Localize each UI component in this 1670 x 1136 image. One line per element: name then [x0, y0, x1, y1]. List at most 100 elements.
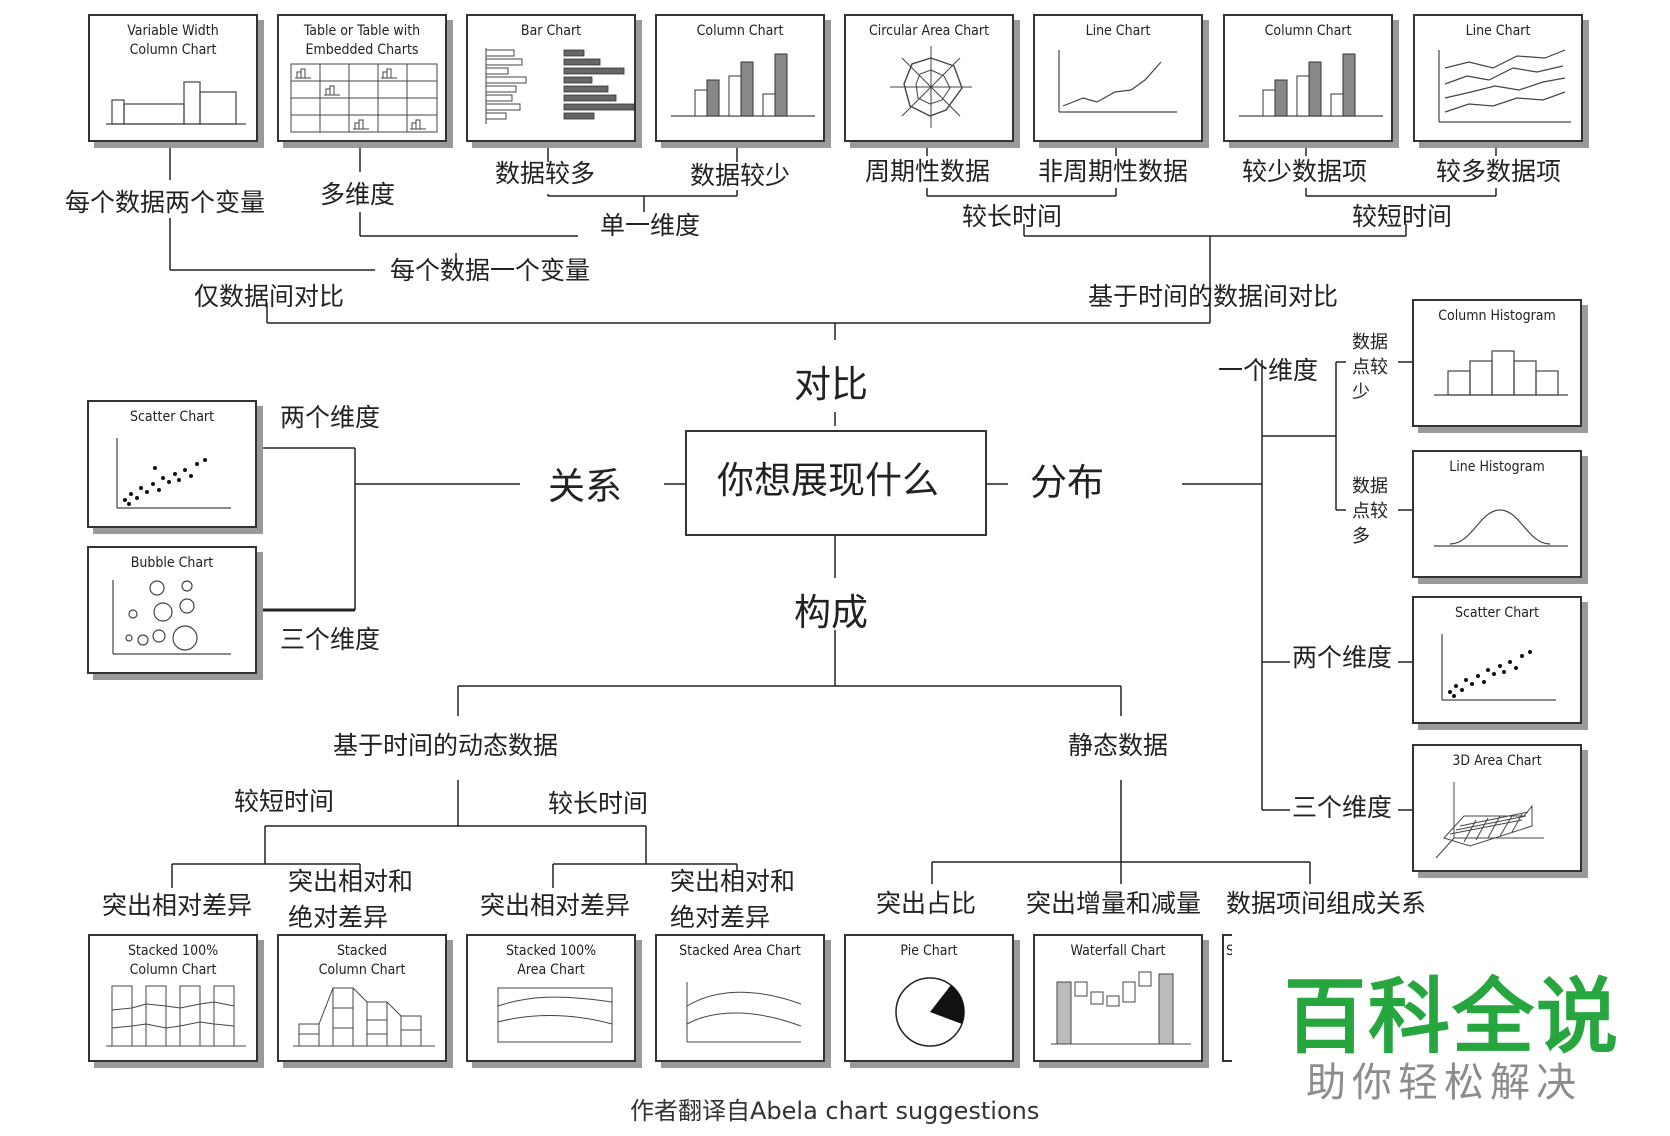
label-relative-absolute-2: 突出相对和绝对差异	[670, 867, 796, 933]
card-stacked-area-chart: Stacked Area Chart	[655, 934, 825, 1062]
card-title: Table or Table with Embedded Charts	[303, 23, 421, 58]
bar-chart-icon	[485, 48, 634, 124]
label-many-categories-time: 较多数据项	[1436, 157, 1562, 186]
label-share-of-total: 突出占比	[876, 889, 977, 918]
card-variable-width-column-chart: Variable Width Column Chart	[88, 14, 258, 142]
label-dist-few-points: 数据点较少	[1352, 332, 1388, 404]
3d-area-chart-icon	[1435, 782, 1544, 859]
column-chart-icon	[1239, 53, 1383, 117]
card-title: Column Chart	[696, 23, 784, 39]
label-many-categories: 多维度	[320, 180, 396, 209]
label-dist-single-variable: 一个维度	[1218, 356, 1319, 385]
label-dist-three-variables: 三个维度	[1292, 793, 1393, 822]
label-relative-only-2: 突出相对差异	[480, 891, 631, 920]
label-static: 静态数据	[1068, 731, 1169, 760]
card-bar-chart: Bar Chart	[466, 14, 636, 142]
line-histogram-icon	[1434, 509, 1568, 547]
card-pie-chart: Pie Chart	[844, 934, 1014, 1062]
label-few-periods: 较短时间	[1352, 202, 1453, 231]
card-title: Line Histogram	[1449, 459, 1545, 475]
footer-credit: 作者翻译自Abela chart suggestions	[630, 1097, 1040, 1125]
card-title: S	[1226, 942, 1232, 961]
card-scatter-chart-relationship: Scatter Chart	[87, 400, 257, 528]
scatter-chart-icon	[1441, 634, 1556, 701]
card-waterfall-chart: Waterfall Chart	[1033, 934, 1203, 1062]
label-accumulation: 突出增量和减量	[1026, 889, 1202, 918]
stacked-100-column-chart-icon	[106, 985, 246, 1047]
label-dist-two-variables: 两个维度	[1292, 643, 1393, 672]
label-dist-many-points: 数据点较多	[1352, 476, 1388, 548]
card-line-chart-1: Line Chart	[1033, 14, 1203, 142]
branch-comparison: 对比	[794, 363, 868, 406]
label-few-items: 数据较少	[690, 161, 791, 190]
card-title: Stacked Column Chart	[318, 943, 406, 978]
label-few-categories: 较少数据项	[1242, 157, 1368, 186]
label-many-items: 数据较多	[495, 159, 596, 188]
label-comp-many-periods: 较长时间	[548, 789, 649, 818]
bubble-chart-icon	[112, 580, 231, 655]
label-one-variable-per-item: 每个数据一个变量	[390, 256, 591, 285]
card-title: Pie Chart	[900, 943, 958, 959]
card-title: 3D Area Chart	[1452, 753, 1542, 769]
card-title: Waterfall Chart	[1070, 943, 1166, 959]
card-partial-chart: S	[1222, 934, 1232, 1062]
card-circular-area-chart: Circular Area Chart	[844, 14, 1014, 142]
scatter-chart-icon	[116, 438, 231, 509]
label-among-items: 仅数据间对比	[194, 282, 345, 311]
label-cyclical: 周期性数据	[865, 157, 991, 186]
circular-area-chart-icon	[890, 46, 972, 128]
card-title: Line Chart	[1085, 23, 1151, 39]
watermark-subtitle: 助你轻松解决	[1306, 1060, 1582, 1106]
label-relative-absolute-1: 突出相对和绝对差异	[288, 867, 414, 933]
card-title: Column Histogram	[1438, 308, 1556, 324]
label-single-category: 单一维度	[600, 211, 701, 240]
stacked-column-chart-icon	[293, 987, 435, 1047]
card-title: Bar Chart	[520, 23, 582, 39]
card-stacked-100-column-chart: Stacked 100% Column Chart	[88, 934, 258, 1062]
watermark-title: 百科全说	[1284, 970, 1621, 1065]
card-title: Stacked 100% Column Chart	[127, 943, 219, 978]
card-column-chart-1: Column Chart	[655, 14, 825, 142]
card-title: Variable Width Column Chart	[127, 23, 219, 58]
label-many-periods: 较长时间	[962, 202, 1063, 231]
card-title: Line Chart	[1465, 23, 1531, 39]
card-title: Column Chart	[1264, 23, 1352, 39]
label-relative-only-1: 突出相对差异	[102, 891, 253, 920]
label-rel-two-variables: 两个维度	[280, 403, 381, 432]
card-3d-area-chart: 3D Area Chart	[1412, 744, 1582, 872]
pie-chart-icon	[895, 977, 965, 1047]
card-stacked-column-chart: Stacked Column Chart	[277, 934, 447, 1062]
card-title: Stacked 100% Area Chart	[505, 943, 597, 978]
card-title: Bubble Chart	[130, 555, 214, 571]
card-title: Scatter Chart	[1454, 605, 1540, 621]
card-column-histogram: Column Histogram	[1412, 299, 1582, 427]
card-table-embedded-charts: Table or Table with Embedded Charts	[277, 14, 447, 142]
center-question: 你想展现什么	[717, 459, 939, 502]
card-line-chart-2: Line Chart	[1413, 14, 1583, 142]
branch-composition: 构成	[794, 591, 868, 634]
label-over-time: 基于时间的数据间对比	[1088, 282, 1339, 311]
waterfall-chart-icon	[1051, 971, 1191, 1045]
table-embedded-charts-icon	[290, 63, 438, 133]
card-column-chart-2: Column Chart	[1223, 14, 1393, 142]
variable-width-column-chart-icon	[106, 81, 246, 125]
label-non-cyclical: 非周期性数据	[1038, 157, 1189, 186]
center-box	[685, 430, 987, 536]
card-title: Stacked Area Chart	[679, 943, 801, 959]
card-bubble-chart: Bubble Chart	[87, 546, 257, 674]
stacked-area-chart-icon	[686, 982, 802, 1043]
card-line-histogram: Line Histogram	[1412, 450, 1582, 578]
branch-relationship: 关系	[548, 465, 622, 508]
card-title: Circular Area Chart	[868, 23, 990, 39]
card-scatter-chart-distribution: Scatter Chart	[1412, 596, 1582, 724]
multi-line-chart-icon	[1438, 49, 1571, 123]
label-two-variables-per-item: 每个数据两个变量	[65, 188, 266, 217]
line-chart-icon	[1058, 50, 1177, 113]
column-chart-icon	[671, 53, 815, 117]
label-rel-three-variables: 三个维度	[280, 625, 381, 654]
branch-distribution: 分布	[1030, 461, 1104, 504]
label-components: 数据项间组成关系	[1226, 889, 1427, 918]
stacked-100-area-chart-icon	[497, 987, 613, 1043]
card-title: Scatter Chart	[129, 409, 215, 425]
